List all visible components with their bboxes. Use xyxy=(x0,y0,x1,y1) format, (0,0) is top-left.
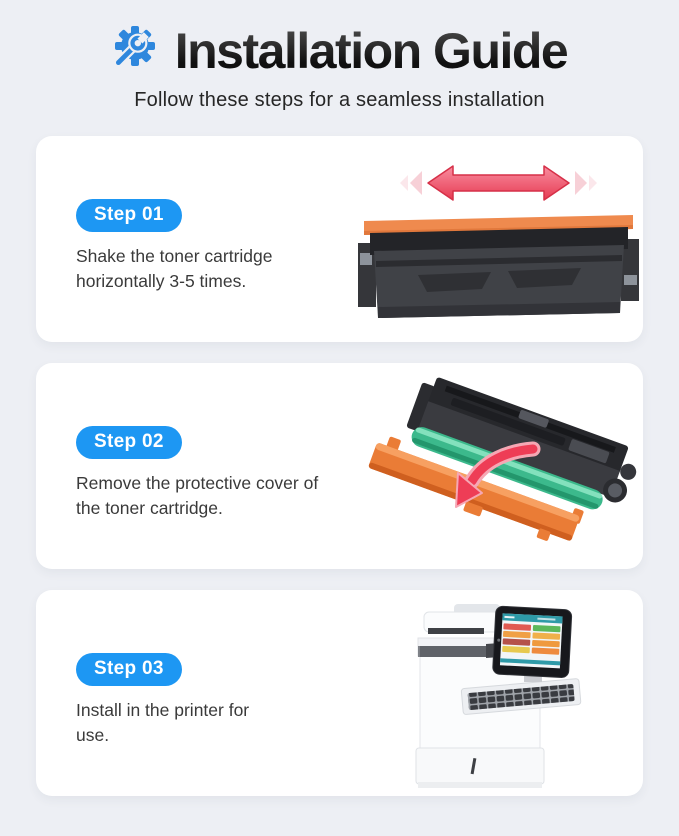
step-1-description: Shake the toner cartridge horizontally 3… xyxy=(76,246,273,291)
title-row: Installation Guide xyxy=(0,22,679,80)
gear-wrench-icon xyxy=(113,26,155,68)
header: Installation Guide Follow these steps fo… xyxy=(0,0,679,112)
printer-illustration xyxy=(415,604,581,788)
step-1-text-block: Step 01 Shake the toner cartridge horizo… xyxy=(76,185,338,292)
step-3-text-block: Step 03 Install in the printer for use. xyxy=(76,639,338,746)
step-1-image-area xyxy=(338,153,641,325)
toner-cartridge-front xyxy=(358,215,639,318)
step-card-1: Step 01 Shake the toner cartridge horizo… xyxy=(36,136,643,342)
step-3-badge: Step 03 xyxy=(76,653,182,687)
remove-arrow-icon xyxy=(455,441,541,508)
printer-keyboard xyxy=(460,678,581,715)
step-2-badge: Step 02 xyxy=(76,426,182,460)
step-card-3: Step 03 Install in the printer for use. xyxy=(36,590,643,796)
step-cards: Step 01 Shake the toner cartridge horizo… xyxy=(36,136,643,796)
step-2-description: Remove the protective cover of the toner… xyxy=(76,473,319,518)
shake-motion-chevrons xyxy=(400,171,597,195)
page-title: Installation Guide xyxy=(174,23,569,79)
step-2-text-block: Step 02 Remove the protective cover of t… xyxy=(76,412,338,519)
step-card-2: Step 02 Remove the protective cover of t… xyxy=(36,363,643,569)
cover-removal-illustration xyxy=(368,377,637,541)
printer-touchscreen xyxy=(491,605,572,678)
green-drum-roller xyxy=(411,427,603,510)
screen-stand xyxy=(523,674,542,682)
printer-paper-tray xyxy=(415,747,544,788)
step-1-badge: Step 01 xyxy=(76,199,182,233)
toner-cartridge-shake-illustration xyxy=(358,165,639,318)
page-subtitle: Follow these steps for a seamless instal… xyxy=(134,89,545,111)
shake-arrow-icon xyxy=(427,165,570,201)
step-3-description: Install in the printer for use. xyxy=(76,700,250,745)
toner-cartridge-angled xyxy=(406,377,637,510)
step-3-image-area xyxy=(338,594,635,792)
step-2-image-area xyxy=(338,373,658,559)
